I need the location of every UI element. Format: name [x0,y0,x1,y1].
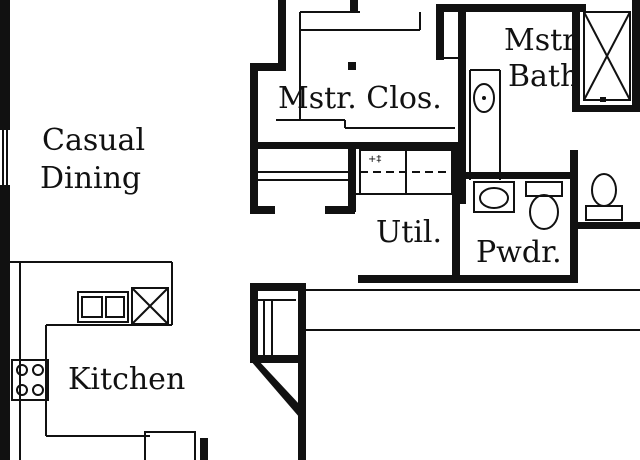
label-master-bath-1: Mstr. [504,23,583,58]
kitchen-sink-fixture [77,291,129,323]
label-kitchen: Kitchen [68,362,185,397]
bath-sink-fixture [473,83,495,113]
cooktop-fixture [11,359,49,401]
powder-walls [460,150,640,283]
label-master-bath-2: Bath [508,59,579,94]
dishwasher-fixture [131,287,169,325]
label-casual-dining-2: Dining [40,161,141,196]
exterior-wall-left [0,0,10,460]
bath-toilet-fixture [585,173,623,221]
svg-text:+‡: +‡ [368,154,381,165]
master-closet-walls [250,0,455,214]
master-bath-walls [436,0,640,204]
utility-walls: +‡ [348,142,460,283]
powder-sink-fixture [473,181,515,213]
garage-walls [250,283,640,460]
label-casual-dining-1: Casual [42,123,145,158]
label-master-closet: Mstr. Clos. [278,81,442,116]
powder-toilet-fixture [525,181,563,230]
shower-fixture [583,11,631,102]
label-utility: Util. [376,215,442,250]
label-powder: Pwdr. [476,235,562,270]
